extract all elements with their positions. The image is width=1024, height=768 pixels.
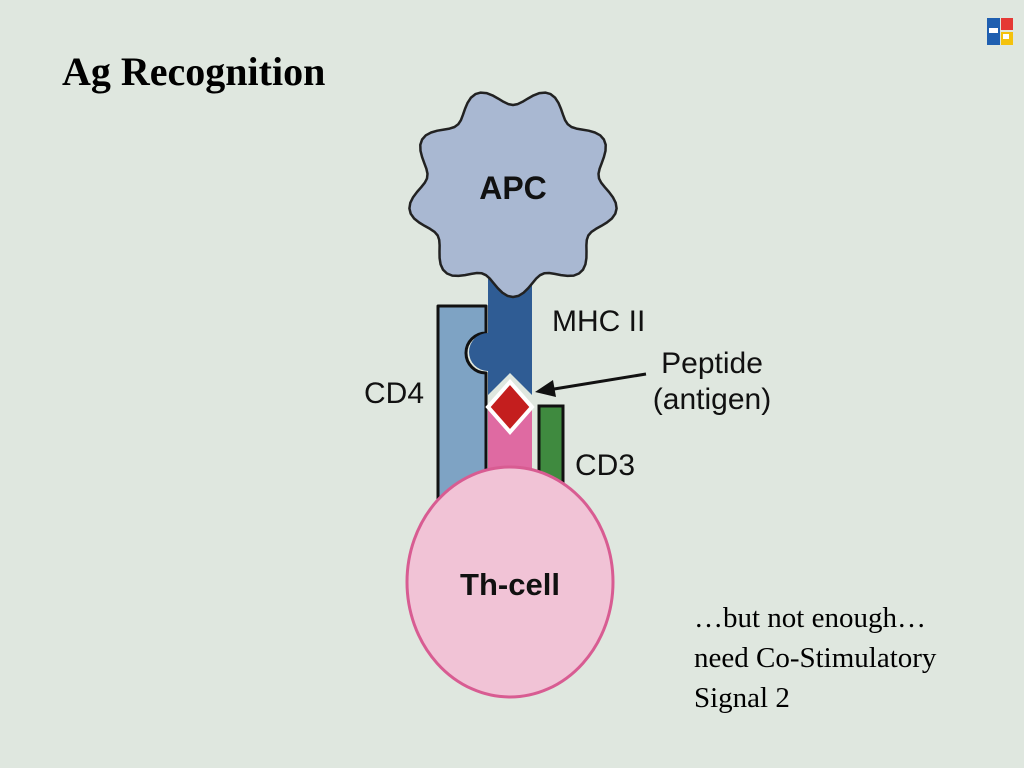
th-cell-label: Th-cell <box>460 567 560 602</box>
cd3-label: CD3 <box>575 449 635 482</box>
peptide-antigen <box>485 378 535 436</box>
peptide-pointer-arrowhead <box>535 380 556 397</box>
note-line-1: …but not enough… <box>694 602 926 634</box>
cd4-label: CD4 <box>364 377 424 410</box>
mhc-ii-label: MHC II <box>552 305 645 338</box>
brand-logo-icon <box>987 18 1013 45</box>
peptide-label-line2: (antigen) <box>653 383 771 416</box>
mhc-ii-molecule <box>469 270 532 395</box>
peptide-label-line1: Peptide <box>661 347 763 380</box>
note-line-2: need Co-Stimulatory <box>694 642 937 674</box>
apc-cell <box>408 91 618 299</box>
co-stimulation-note: …but not enough… need Co-Stimulatory Sig… <box>694 598 936 718</box>
cd4-molecule <box>436 304 488 502</box>
peptide-pointer-arrow-shaft <box>547 372 647 392</box>
th-cell <box>405 465 615 699</box>
apc-label: APC <box>479 170 547 206</box>
slide-title: Ag Recognition <box>62 49 326 94</box>
note-line-3: Signal 2 <box>694 682 790 714</box>
